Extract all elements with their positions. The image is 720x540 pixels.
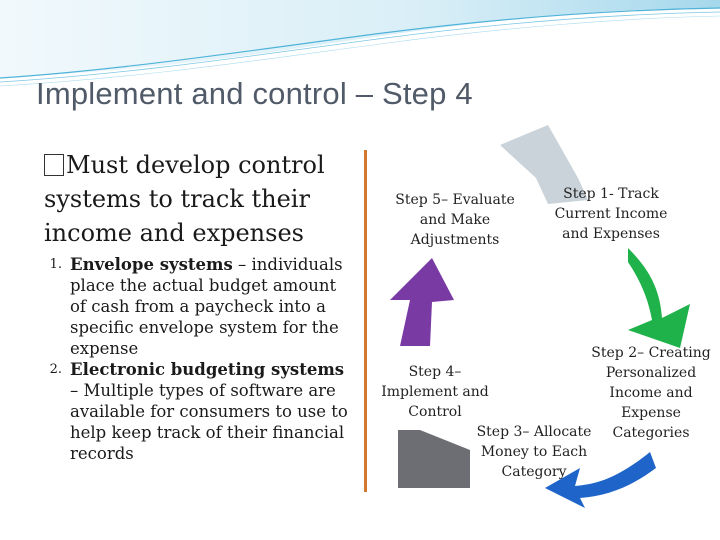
step3-label: Step 3– Allocate Money to Each Category (476, 424, 592, 480)
step4-arrow-icon (390, 258, 454, 346)
sub-bullet-heading: Electronic budgeting systems (70, 360, 345, 379)
step1-label: Step 1- Track Current Income and Expense… (554, 186, 668, 242)
step2-arrow-icon (545, 452, 656, 508)
main-bullet-text: Must develop control systems to track th… (44, 151, 325, 247)
step5-arrow-icon (500, 125, 588, 204)
slide-title: Implement and control – Step 4 (36, 76, 473, 111)
sub-bullet-envelope: 1. Envelope systems – individuals place t… (22, 254, 357, 359)
step4-label: Step 4– Implement and Control (381, 364, 489, 420)
step2-label: Step 2– Creating Personalized Income and… (591, 345, 711, 441)
sub-bullet-text: – Multiple types of software are availab… (70, 381, 348, 463)
step3-arrow-icon (398, 430, 470, 488)
sub-bullet-number: 1. (49, 257, 62, 272)
sub-bullet-list: 1. Envelope systems – individuals place t… (22, 254, 357, 464)
main-bullet: Must develop control systems to track th… (44, 148, 344, 250)
step1-arrow-icon (628, 248, 690, 348)
bullet-glyph-icon (44, 154, 64, 176)
sub-bullet-electronic: 2. Electronic budgeting systems – Multipl… (22, 359, 357, 464)
step5-label: Step 5– Evaluate and Make Adjustments (395, 192, 515, 248)
vertical-divider (364, 150, 367, 492)
sub-bullet-text: – individuals place the actual budget am… (70, 255, 343, 358)
sub-bullet-number: 2. (49, 362, 62, 377)
sub-bullet-heading: Envelope systems (70, 255, 233, 274)
